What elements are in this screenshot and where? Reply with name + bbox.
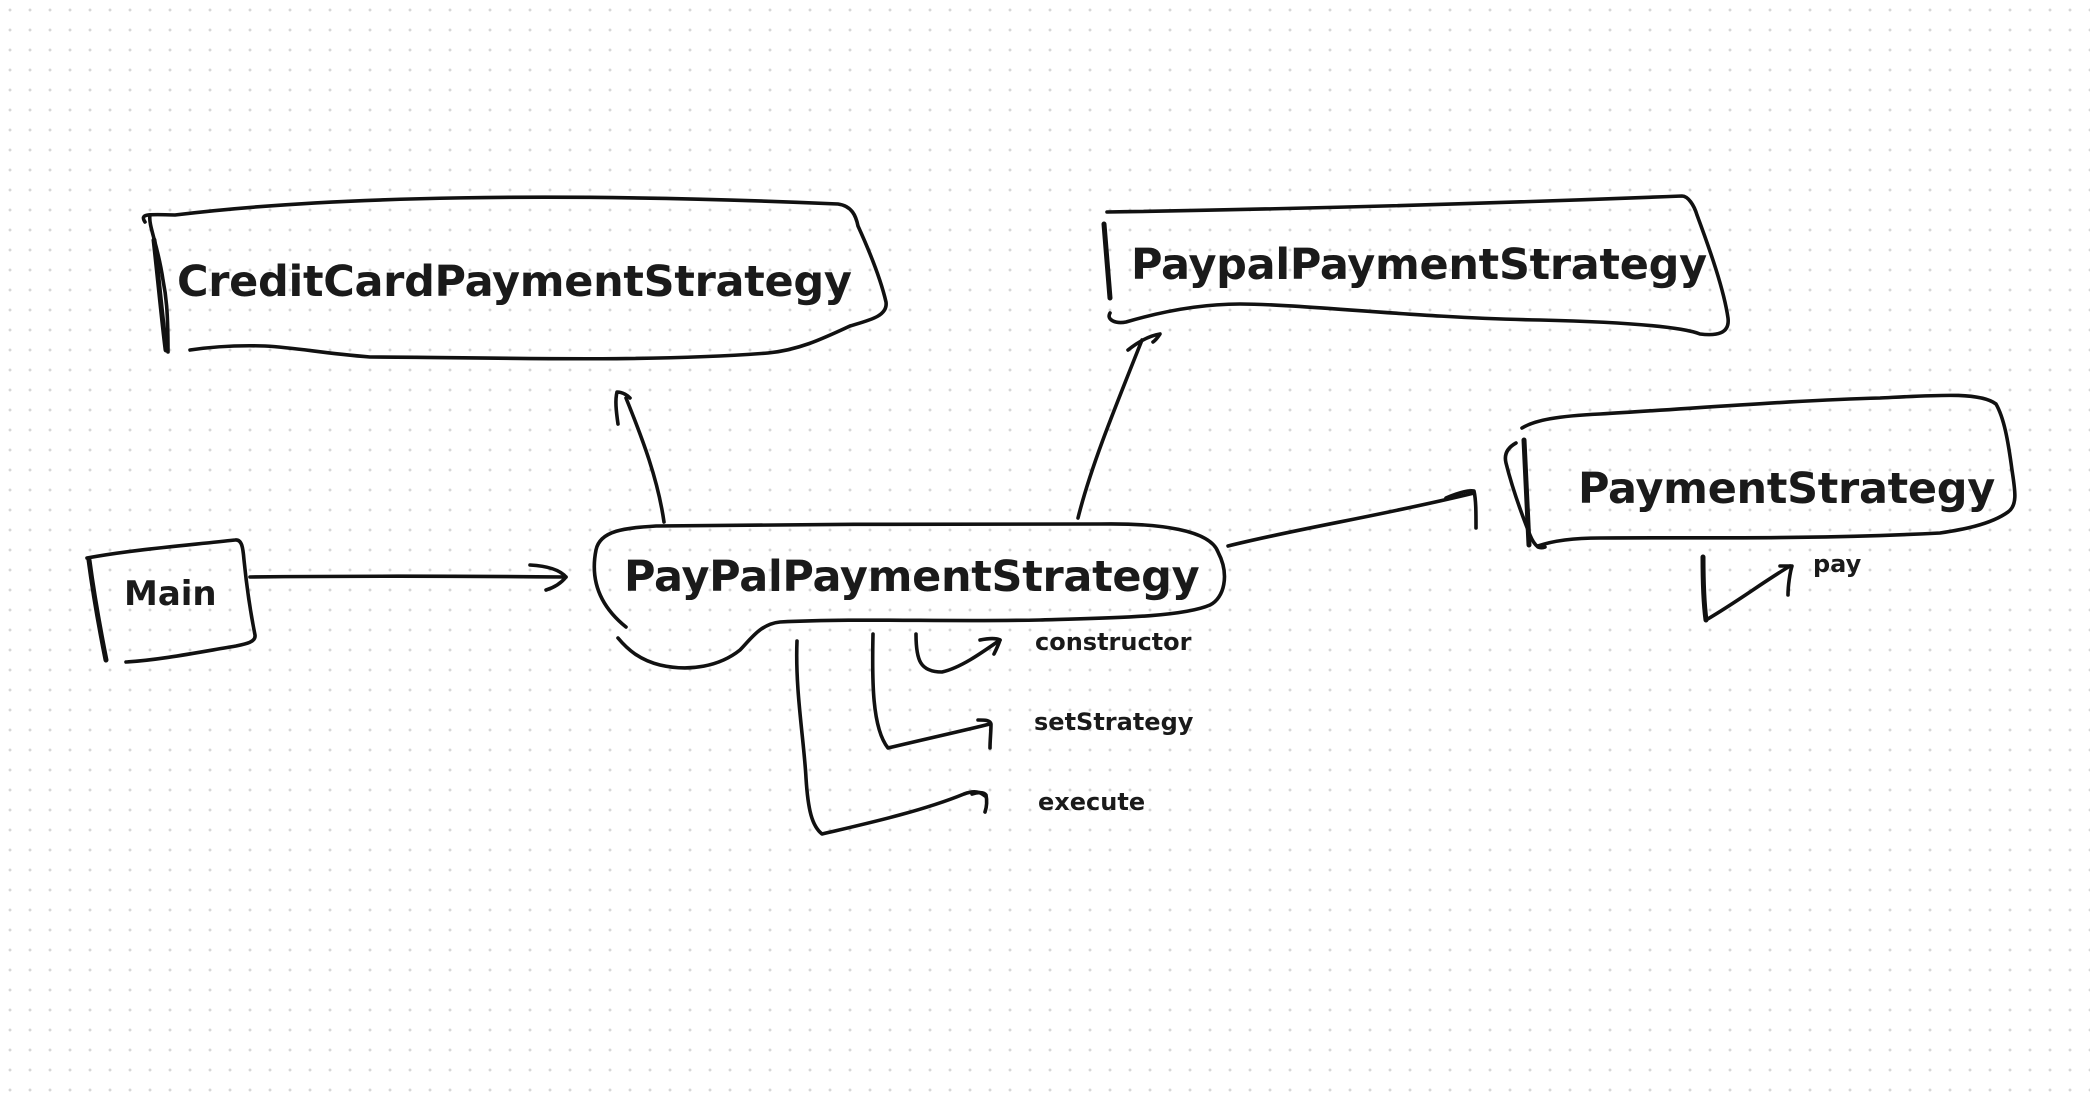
- main-box[interactable]: [85, 538, 257, 664]
- arrow-main-to-paypal-center: [248, 563, 568, 592]
- credit-card-strategy-label: CreditCardPaymentStrategy: [177, 257, 852, 307]
- paypal-center-box[interactable]: [592, 522, 1227, 670]
- paypal-center-label: PayPalPaymentStrategy: [624, 552, 1200, 602]
- execute-label: execute: [1038, 788, 1146, 816]
- payment-strategy-box[interactable]: [1503, 393, 2017, 550]
- constructor-label: constructor: [1035, 628, 1192, 656]
- arrow-to-pay: [1700, 554, 1794, 623]
- arrow-to-set-strategy: [870, 632, 993, 750]
- credit-card-strategy-box[interactable]: [141, 195, 888, 361]
- arrow-to-paypal-upper: [1076, 332, 1162, 520]
- payment-strategy-label: PaymentStrategy: [1578, 464, 1995, 514]
- paypal-upper-label: PaypalPaymentStrategy: [1131, 240, 1707, 290]
- paypal-upper-box[interactable]: [1101, 194, 1730, 337]
- arrow-to-constructor: [914, 632, 1002, 674]
- arrow-to-execute: [794, 639, 989, 836]
- arrow-to-credit-card: [614, 390, 666, 524]
- pay-label: pay: [1813, 550, 1862, 578]
- set-strategy-label: setStrategy: [1034, 708, 1194, 736]
- arrow-to-payment-strategy: [1226, 488, 1478, 548]
- main-label: Main: [124, 574, 217, 614]
